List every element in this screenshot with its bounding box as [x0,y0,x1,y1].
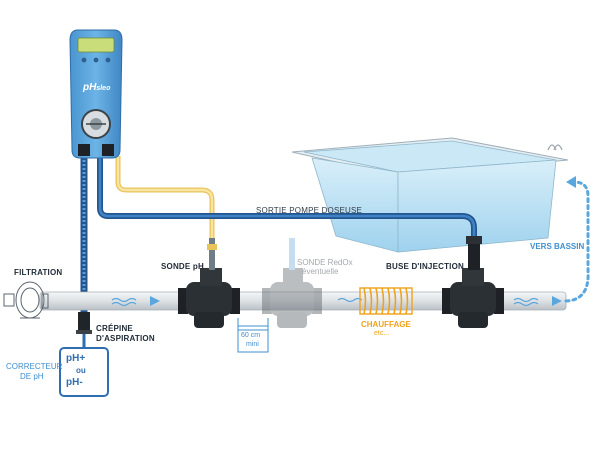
strainer-icon [76,312,92,334]
device-display-screen [77,37,115,53]
dosing-pump-device [69,29,123,159]
filtration-pump-icon [3,281,49,319]
return-flow-arrow [564,180,590,303]
device-button-2[interactable] [93,57,99,63]
injection-nozzle-valve-icon [442,236,504,328]
ph-corrector-tank [59,334,109,397]
label-heater: CHAUFFAGE [361,320,411,329]
label-redox-probe-line1: SONDE RedOx [297,258,353,267]
label-injection-nozzle: BUSE D'INJECTION [386,262,465,271]
tank-label-line3: pH- [66,377,83,388]
label-heater-etc: etc... [374,330,390,337]
ph-probe-valve-icon [178,238,240,328]
label-distance-line1: 60 cm [241,332,261,339]
sensor-cable [115,156,215,246]
label-dosing-outlet: SORTIE POMPE DOSEUSE [256,206,363,215]
distance-marker [237,318,269,353]
device-button-3[interactable] [105,57,111,63]
label-distance-line2: mini [246,341,259,348]
label-ph-probe: SONDE pH [161,262,204,271]
swimming-pool [291,137,569,253]
label-corrector-line2: DE pH [20,372,44,381]
redox-probe-valve-icon [262,238,322,328]
label-corrector-line1: CORRECTEUR [6,362,63,371]
device-brand-logo: pHsleo [83,82,111,93]
label-filtration: FILTRATION [14,268,63,277]
tank-label-line1: pH+ [66,353,86,364]
device-button-1[interactable] [81,57,87,63]
label-to-pool: VERS BASSIN [530,242,585,251]
label-strainer-line1: CRÉPINE [96,324,133,333]
label-strainer-line2: D'ASPIRATION [96,334,155,343]
label-redox-probe-line2: éventuelle [302,267,339,276]
tank-label-line2: ou [76,366,86,375]
heater-coil-icon [359,287,413,315]
pool-ladder-icon [547,144,563,151]
